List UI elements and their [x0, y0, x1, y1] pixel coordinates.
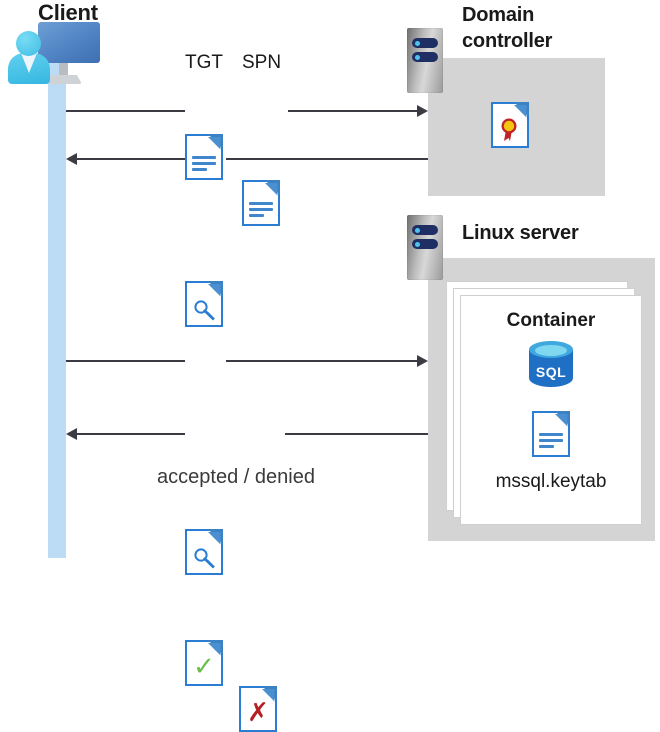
monitor-stand	[59, 63, 68, 77]
msg-auth-result-arrowhead	[66, 428, 77, 440]
doc-line-3	[539, 445, 554, 448]
container-title: Container	[506, 310, 596, 331]
doc-line-2	[192, 162, 216, 165]
monitor-base	[46, 75, 82, 84]
key-document-icon	[185, 281, 223, 327]
tgt-document-icon	[185, 134, 223, 180]
spn-document-icon	[242, 180, 280, 226]
server-led-1	[415, 227, 420, 233]
msg-service-ticket-line-right	[226, 158, 428, 160]
server-led-2	[415, 54, 420, 60]
client-title-text: Client	[38, 0, 98, 25]
msg-ticket-presented-line-right	[226, 360, 418, 362]
linux-server-title: Linux server	[462, 222, 579, 244]
domain-controller-title: Domain controller	[462, 2, 632, 54]
msg-service-ticket-line-left	[76, 158, 185, 160]
sql-label: SQL	[535, 364, 567, 380]
certificate-document-icon	[491, 102, 529, 148]
person-head	[16, 31, 41, 56]
domain-controller-title-line2: controller	[462, 30, 553, 52]
doc-line-2	[539, 439, 563, 442]
msg-tgt-spn-arrowhead	[417, 105, 428, 117]
domain-controller-server-icon	[407, 28, 443, 93]
certificate-seal-icon	[501, 118, 517, 141]
key-glyph-icon	[194, 548, 215, 569]
doc-line-3	[249, 214, 264, 217]
doc-text-lines	[249, 202, 273, 220]
domain-controller-title-line1: Domain	[462, 4, 535, 26]
tgt-label: TGT	[185, 52, 223, 73]
server-bar-2	[412, 52, 438, 62]
server-bar-1	[412, 225, 438, 235]
client-title: Client	[38, 0, 98, 26]
doc-text-lines	[539, 433, 563, 451]
keytab-document-icon	[532, 411, 570, 457]
linux-server-icon	[407, 215, 443, 280]
doc-line-3	[192, 168, 207, 171]
server-bar-2	[412, 239, 438, 249]
server-bar-1	[412, 38, 438, 48]
spn-label: SPN	[242, 52, 282, 73]
accepted-document-icon: ✓	[185, 640, 223, 686]
msg-service-ticket-arrowhead	[66, 153, 77, 165]
msg-ticket-presented-arrowhead	[417, 355, 428, 367]
client-computer-user-icon	[8, 22, 106, 84]
msg-auth-result-line-right	[285, 433, 428, 435]
keytab-label: mssql.keytab	[495, 471, 607, 492]
msg-tgt-spn-line-left	[66, 110, 185, 112]
msg-tgt-spn-line-right	[288, 110, 418, 112]
doc-line-2	[249, 208, 273, 211]
check-icon: ✓	[193, 651, 215, 681]
denied-document-icon: ✗	[239, 686, 277, 732]
msg-auth-result-line-left	[76, 433, 185, 435]
doc-line-1	[539, 433, 563, 436]
key-glyph-icon	[194, 300, 215, 321]
cross-icon: ✗	[247, 697, 269, 727]
client-lifeline	[48, 62, 66, 558]
doc-line-1	[192, 156, 216, 159]
key-document-icon	[185, 529, 223, 575]
container-card-front[interactable]: Container SQL mssql.keytab	[460, 295, 642, 525]
accepted-denied-caption: accepted / denied	[157, 466, 315, 488]
server-led-1	[415, 40, 420, 46]
server-led-2	[415, 241, 420, 247]
doc-text-lines	[192, 156, 216, 174]
msg-ticket-presented-line-left	[66, 360, 185, 362]
sql-database-icon: SQL	[529, 341, 573, 393]
sql-cylinder-top-inner	[535, 345, 567, 356]
doc-line-1	[249, 202, 273, 205]
monitor-screen	[38, 22, 100, 63]
